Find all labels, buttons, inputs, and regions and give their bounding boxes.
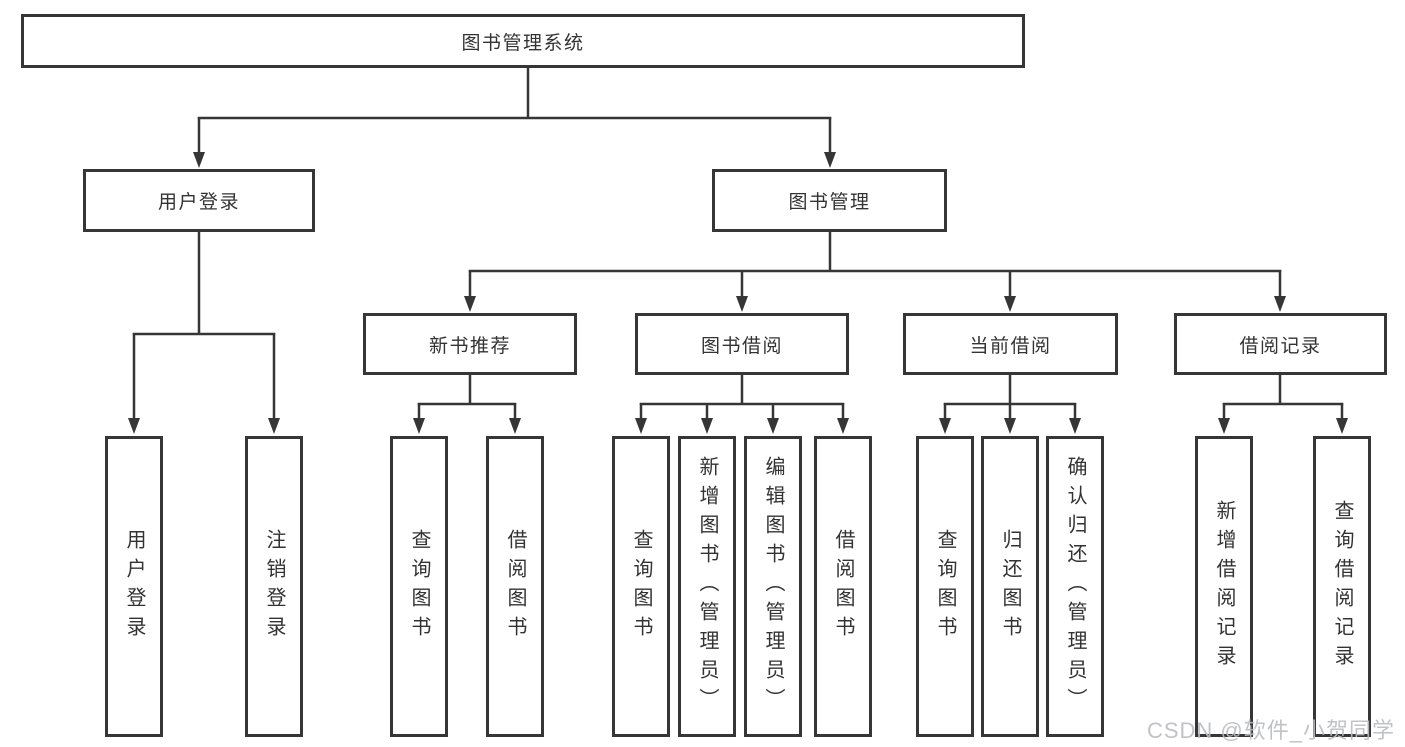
leaf-borrow-books-recommend: 借阅图书 — [486, 436, 544, 737]
leaf-add-borrow-record: 新增借阅记录 — [1195, 436, 1253, 737]
leaf-query-borrow-record: 查询借阅记录 — [1313, 436, 1371, 737]
node-borrow-records: 借阅记录 — [1174, 313, 1387, 375]
arrow-down-icons — [128, 152, 1348, 434]
leaf-add-book-admin: 新增图书（管理员） — [678, 436, 736, 737]
leaf-user-login: 用户登录 — [105, 436, 163, 737]
node-label: 归还图书 — [999, 528, 1021, 645]
node-label: 查询图书 — [630, 528, 652, 645]
csdn-watermark: CSDN @软件_小贺同学 — [1146, 718, 1395, 743]
leaf-logout: 注销登录 — [245, 436, 303, 737]
node-label: 新书推荐 — [428, 335, 511, 357]
node-label: 注销登录 — [263, 528, 285, 645]
leaf-return-books: 归还图书 — [981, 436, 1039, 737]
node-label: 借阅图书 — [504, 528, 526, 645]
leaf-confirm-return-admin: 确认归还（管理员） — [1046, 436, 1104, 737]
node-new-book-recommend: 新书推荐 — [363, 313, 577, 375]
node-label: 编辑图书（管理员） — [762, 456, 784, 717]
node-label: 借阅记录 — [1239, 335, 1322, 357]
node-label: 确认归还（管理员） — [1064, 456, 1086, 717]
node-label: 查询图书 — [408, 528, 430, 645]
node-label: 借阅图书 — [832, 528, 854, 645]
leaf-borrow-books-borrowing: 借阅图书 — [814, 436, 872, 737]
connector-strokes — [132, 68, 1344, 419]
leaf-edit-book-admin: 编辑图书（管理员） — [744, 436, 802, 737]
node-current-borrowing: 当前借阅 — [903, 313, 1118, 375]
leaf-query-books-recommend: 查询图书 — [390, 436, 448, 737]
node-label: 当前借阅 — [969, 335, 1052, 357]
node-label: 图书管理系统 — [461, 32, 585, 54]
leaf-query-books-borrowing: 查询图书 — [612, 436, 670, 737]
node-label: 新增图书（管理员） — [696, 456, 718, 717]
node-label: 新增借阅记录 — [1213, 499, 1235, 674]
leaf-query-books-current: 查询图书 — [916, 436, 974, 737]
node-label: 用户登录 — [157, 192, 240, 213]
node-book-management: 图书管理 — [712, 169, 947, 232]
node-label: 图书管理 — [788, 192, 871, 213]
node-book-borrowing: 图书借阅 — [635, 313, 849, 375]
node-label: 用户登录 — [123, 528, 145, 645]
node-root-library-system: 图书管理系统 — [21, 14, 1025, 68]
node-label: 图书借阅 — [700, 335, 783, 357]
node-user-login: 用户登录 — [83, 169, 315, 232]
node-label: 查询图书 — [934, 528, 956, 645]
node-label: 查询借阅记录 — [1331, 499, 1353, 674]
